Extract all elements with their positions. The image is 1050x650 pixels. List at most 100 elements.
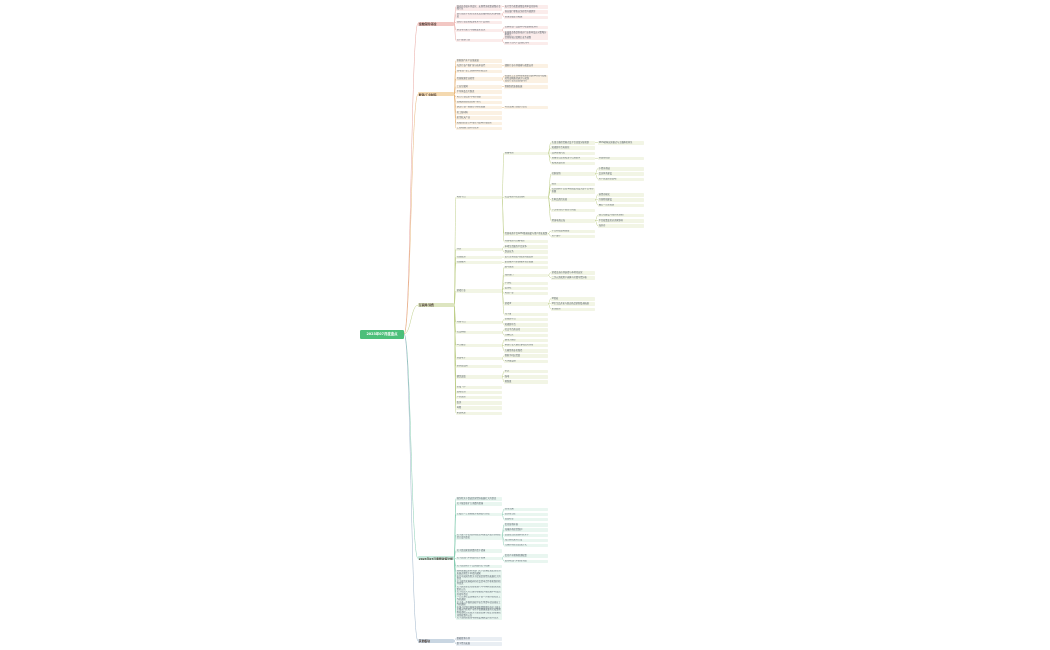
topic-node[interactable]: AI大模型 [456, 344, 502, 348]
topic-node[interactable]: 国家发展改革委等部门关于实施促进民营经济发展近期若干举措的通知 [456, 570, 502, 576]
topic-node[interactable]: 二次元游戏用户画像与付费习惯分析 [551, 276, 595, 280]
topic-node[interactable]: 社交电商与社区团购 [504, 195, 548, 200]
topic-node[interactable]: 银行业数字化转型深化及金融科技应用落地推进 [456, 13, 502, 19]
topic-node[interactable]: 海外发行 [504, 273, 548, 278]
topic-node[interactable]: 数字经济发展 [456, 642, 502, 646]
topic-node[interactable]: 预制菜 [504, 380, 548, 384]
topic-node[interactable]: 元宇宙 [504, 312, 548, 317]
topic-node[interactable]: 支持老旧汽车更新消费 [504, 559, 548, 563]
topic-node[interactable]: 加大财税支持力度 [504, 538, 548, 543]
topic-node[interactable]: 储能行业市场规模与政策支持 [504, 64, 548, 68]
topic-node[interactable]: 海外仓 [598, 224, 644, 228]
topic-node[interactable]: 国内外金融市场变化、宏观经济政策调整对金融行业 [456, 5, 502, 12]
topic-node[interactable]: 生成式人工智能服务管理暂行办法 [456, 512, 502, 517]
topic-node[interactable]: 宠物经济 [456, 390, 502, 395]
topic-node[interactable]: 关于延续和优化新能源汽车车辆购置税减免政策的公告 [456, 585, 502, 592]
topic-node[interactable]: 可穿戴设备 [504, 359, 548, 363]
topic-node[interactable]: MCN机构运营模式与主播孵化体系 [598, 141, 644, 145]
topic-node[interactable]: 家居家装 [456, 411, 502, 415]
topic-node[interactable]: 母婴 [456, 406, 502, 410]
topic-node[interactable]: 会员体系建设 [598, 172, 644, 176]
topic-node[interactable]: 钢铁行业产能调控与绿色发展 [456, 106, 502, 110]
topic-node[interactable]: 光伏行业产能扩张与技术迭代 [456, 64, 502, 68]
topic-node[interactable]: 游戏IP [504, 302, 548, 306]
topic-node[interactable]: 传统电商平台GMV增速放缓与用户增长瓶颈 [504, 232, 548, 236]
topic-node[interactable]: IP授权 [551, 297, 595, 301]
branch-node[interactable]: 能源/工业制造 [418, 92, 454, 97]
topic-node[interactable]: 保险行业监管政策收紧与产品创新 [456, 20, 502, 25]
topic-node[interactable]: 航空航天产业 [456, 116, 502, 120]
topic-node[interactable]: 游戏出海市场选择与本地化运营 [551, 271, 595, 275]
branch-node[interactable]: 互联网/消费 [418, 303, 454, 308]
topic-node[interactable]: 关于恢复和扩大消费的措施 [456, 502, 502, 506]
topic-node[interactable]: 基金市场发行与规模变化情况 [456, 28, 502, 32]
topic-node[interactable]: 社群营销 [551, 172, 595, 176]
topic-node[interactable]: 户外运动 [456, 396, 502, 400]
topic-node[interactable]: 用户裂变增长策略 [598, 177, 644, 181]
topic-node[interactable]: 用户留存 [551, 234, 595, 239]
topic-node[interactable]: 生鲜品类供应链 [551, 198, 595, 202]
topic-node[interactable]: IP衍生品开发与周边商品销售渠道拓展 [551, 302, 595, 306]
topic-node[interactable]: 社区团购平台竞争格局变化及头部平台市场份额 [551, 188, 595, 194]
topic-node[interactable]: 石油化工企业向新能源业务延伸布局与低碳转型战略路径研究与实践 [504, 74, 548, 81]
topic-node[interactable]: 品牌自播兴起 [551, 151, 595, 155]
topic-node[interactable]: 关于加快推进充电基础设施建设的指导意见 [456, 616, 502, 621]
topic-node[interactable]: 普惠金融业务拓展 [504, 15, 548, 19]
topic-node[interactable]: 独立站建设与海外营销推广 [598, 214, 644, 218]
topic-node[interactable]: 下沉市场用户增长与消费 [551, 208, 595, 213]
topic-node[interactable]: 加强外商投资保护 [504, 528, 548, 532]
topic-node[interactable]: 传统能源企业转型 [456, 77, 502, 81]
topic-node[interactable]: 关于进一步优化外商投资环境加大吸引外商投资力度的意见 [456, 533, 502, 540]
topic-node[interactable]: 提供者责任 [504, 512, 548, 517]
topic-node[interactable]: 在线旅游 [456, 255, 502, 259]
branch-node[interactable]: 金融保险/基金 [418, 21, 454, 26]
topic-node[interactable]: 短视频平台 [504, 323, 548, 327]
topic-node[interactable]: 私域流量运营 [551, 162, 595, 166]
branch-node[interactable]: 2023年07月重要政策法规 [418, 556, 454, 561]
topic-node[interactable]: 餐饮连锁 [456, 375, 502, 379]
topic-node[interactable]: 国务院关于促进民营经济发展壮大的意见 [456, 497, 502, 501]
topic-node[interactable]: 影游联动 [551, 307, 595, 311]
topic-node[interactable]: 人力资源社会保障部关于进一步做好稳就业工作的通知 [456, 596, 502, 602]
topic-node[interactable]: 船舶制造业订单增长与结构升级态势 [456, 121, 502, 125]
topic-node[interactable]: 半导体及芯片制造 [456, 90, 502, 94]
topic-node[interactable]: 电商平台 [456, 195, 502, 200]
topic-node[interactable]: 智能制造装备发展 [504, 85, 548, 89]
topic-node[interactable]: 前置仓模式 [598, 193, 644, 197]
topic-node[interactable]: 团长 [551, 182, 595, 187]
topic-node[interactable]: 商业银行零售业务转型升级趋势 [504, 10, 548, 14]
topic-node[interactable]: 锂电池产业上游原材料价格走势 [456, 69, 502, 73]
topic-node[interactable]: 最后一公里配送 [598, 203, 644, 207]
topic-node[interactable]: 云游戏 [504, 286, 548, 291]
topic-node[interactable]: 医美 [456, 401, 502, 405]
topic-node[interactable]: 版号发放 [504, 266, 548, 270]
topic-node[interactable]: 央行货币政策调整及利率变化影响 [504, 5, 548, 9]
topic-node[interactable]: 关于在超大特大城市积极稳步推进城中村改造的指导意见 [456, 590, 502, 597]
topic-node[interactable]: 游戏行业 [456, 289, 502, 293]
topic-node[interactable]: 跨境电商出海 [551, 219, 595, 223]
topic-node[interactable]: 关于促进电子产品消费的若干措施 [456, 564, 502, 569]
topic-node[interactable]: 资产管理行业 [456, 39, 502, 43]
topic-node[interactable]: 完善外商投资促进方式 [504, 544, 548, 548]
topic-node[interactable]: 大模型商业化路径 [504, 349, 548, 353]
topic-node[interactable]: 关于促进汽车消费的若干措施 [456, 557, 502, 561]
root-node[interactable]: 2023年07月度盘点 [360, 330, 404, 339]
topic-node[interactable]: 平台政策变化对卖家影响 [598, 219, 644, 223]
topic-node[interactable]: 垂直行业大模型落地应用场景 [504, 344, 548, 348]
topic-node[interactable]: 新消费品牌 [456, 364, 502, 369]
topic-node[interactable]: 电力行业改革与电价调整 [456, 95, 502, 99]
topic-node[interactable]: 监督检查 [504, 518, 548, 522]
topic-node[interactable]: 化工新材料 [456, 111, 502, 115]
topic-node[interactable]: 长视频平台 [504, 318, 548, 322]
topic-node[interactable]: 到店业务 [504, 250, 548, 254]
topic-node[interactable]: 外卖 [456, 247, 502, 252]
topic-node[interactable]: 头部主播带货模式及平台流量分配机制 [551, 141, 595, 145]
topic-node[interactable]: 职业教育与素质教育转型发展 [504, 260, 548, 265]
topic-node[interactable]: 在线教育 [456, 260, 502, 265]
topic-node[interactable]: 提高投资运营便利化水平 [504, 533, 548, 537]
topic-node[interactable]: 本地生活服务平台竞争 [504, 245, 548, 249]
topic-node[interactable]: 电竞产业 [504, 292, 548, 296]
topic-node[interactable]: 财政部税务总局关于延续实施小微企业增值税减免政策的公告 [456, 611, 502, 618]
topic-node[interactable]: 高端装备制造业国产替代 [456, 100, 502, 105]
topic-node[interactable]: 短视频平台电商化 [551, 146, 595, 150]
